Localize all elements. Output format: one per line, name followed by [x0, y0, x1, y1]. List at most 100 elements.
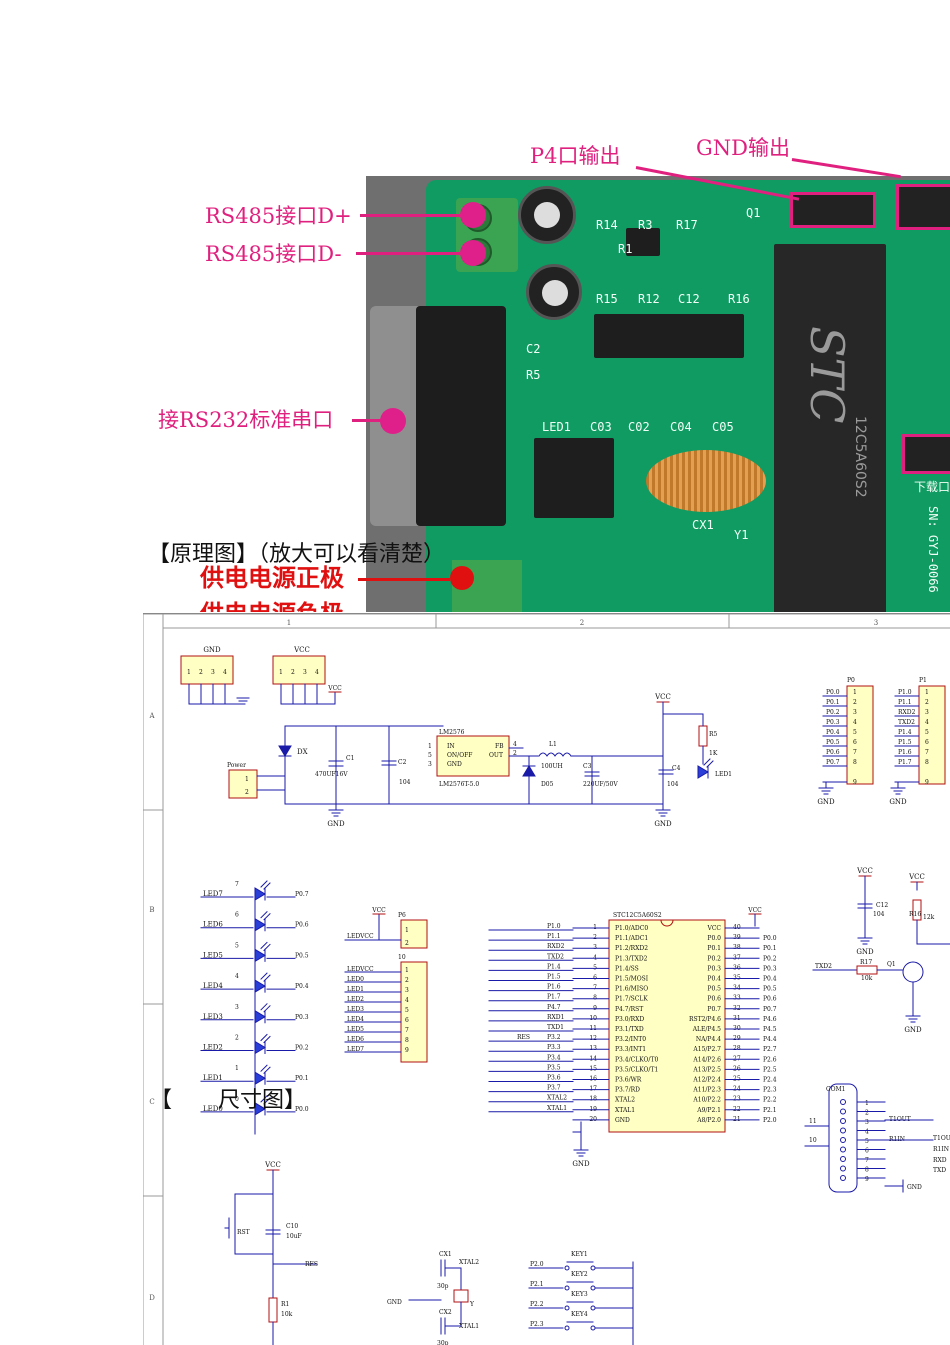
vcc-header-vcc-label: VCC — [327, 685, 342, 692]
silk-r15: R15 — [596, 292, 618, 306]
silk-y1: Y1 — [734, 528, 749, 542]
led-7-ray1 — [260, 1095, 268, 1103]
p1-header — [918, 685, 946, 785]
mcu-right-pinnum-11: 29 — [733, 1035, 741, 1042]
led-conn-pin-8: 9 — [405, 1047, 409, 1054]
db9-pinnum-0: 1 — [865, 1100, 869, 1107]
db9-pinnum-8: 9 — [865, 1176, 869, 1183]
dx-label: DX — [297, 748, 308, 756]
vcc-header-pin: 2 — [291, 669, 295, 676]
led-index-3: 4 — [235, 973, 239, 980]
db9-pin-1 — [840, 1108, 846, 1115]
db9-shell — [416, 306, 506, 526]
mcu-left-pinnum-1: 2 — [593, 934, 597, 941]
download-header — [902, 434, 950, 474]
p1-net-1: P1.1 — [898, 699, 912, 706]
db9-gnd-label: GND — [907, 1184, 922, 1191]
eeprom-chip — [626, 228, 660, 256]
key-label-3: KEY4 — [571, 1311, 588, 1318]
db9-label: COM1 — [826, 1086, 845, 1093]
pcb-photo: STC 12C5A60S2 R14 R3 R17 Q1 R15 R12 C12 … — [366, 176, 950, 612]
rs232-leader — [352, 419, 384, 422]
mcu-left-pinnum-11: 12 — [589, 1035, 597, 1042]
mcu-right-net-7: P0.6 — [763, 996, 777, 1003]
mcu-right-pin-17: A10/P2.2 — [692, 1097, 721, 1104]
xtal1-label: XTAL1 — [459, 1323, 479, 1330]
p6-label: P6 — [398, 912, 406, 919]
power-gnd-label: GND — [327, 820, 345, 828]
led-net-1: P0.6 — [295, 922, 309, 929]
mcu-left-pin-13: P3.4/CLKO/T0 — [615, 1056, 658, 1063]
p6-connector — [400, 919, 428, 949]
mcu-right-pin-0: VCC — [706, 925, 721, 932]
right-txd: TXD — [933, 1167, 946, 1174]
led-connector-label: 10 — [398, 954, 406, 961]
led-6-diode — [254, 1071, 266, 1086]
silk-c2: C2 — [526, 342, 541, 356]
mcu-left-net-7: P1.7 — [547, 994, 561, 1001]
mcu-right-net-2: P0.1 — [763, 945, 777, 952]
mcu-right-pin-9: RST2/P4.6 — [689, 1016, 721, 1023]
rs485-dplus-callout: RS485接口D+ — [205, 204, 352, 228]
silk-r17: R17 — [676, 218, 698, 232]
r1-label: R1 — [281, 1301, 289, 1308]
p0-label: P0 — [847, 677, 855, 684]
led-conn-net-0: LEDVCC — [347, 966, 374, 973]
r17-label: R17 — [860, 959, 872, 966]
mcu-right-pin-1: P0.0 — [707, 935, 721, 942]
mcu-right-pin-3: P0.2 — [707, 955, 721, 962]
mcu-right-pinnum-1: 39 — [733, 934, 741, 941]
mcu-right-pin-19: A8/P2.0 — [696, 1117, 721, 1124]
xtal2-label: XTAL2 — [459, 1259, 479, 1266]
gnd-header-pin: 4 — [223, 669, 227, 676]
led-1-ray2 — [263, 912, 271, 921]
mcu-left-pin-0: P1.0/ADC0 — [615, 925, 648, 932]
p1-gnd-label: GND — [889, 798, 907, 806]
p0-pin-6: 7 — [853, 749, 857, 756]
key-contact-a-3 — [564, 1325, 570, 1331]
key-label-0: KEY1 — [571, 1251, 588, 1258]
led-conn-pin-0: 1 — [405, 967, 409, 974]
p0-net-7: P0.7 — [826, 759, 840, 766]
silk-download: 下载口 — [914, 480, 950, 494]
lm2576-pin2: 2 — [513, 750, 517, 757]
mcu-left-net-5: P1.5 — [547, 974, 561, 981]
silk-led1: LED1 — [542, 420, 571, 434]
silk-q1: Q1 — [746, 206, 761, 220]
led-name-4: LED3 — [203, 1013, 223, 1021]
mcu-right-net-3: P0.2 — [763, 955, 777, 962]
power-negative-callout: 供电电源负极 — [200, 602, 344, 613]
mcu-left-pin-1: P1.1/ADC1 — [615, 935, 648, 942]
frame-row-D: D — [149, 1294, 155, 1302]
y-label: Y — [469, 1301, 475, 1308]
db9-pin-10: 10 — [809, 1137, 817, 1144]
p6-pin-2: 2 — [405, 940, 409, 947]
mcu-left-net-10: TXD1 — [547, 1024, 564, 1031]
d05-diode — [522, 765, 536, 777]
p1-net-3: TXD2 — [898, 719, 915, 726]
rst-label: RST — [237, 1229, 250, 1236]
vcc-header-pin: 4 — [315, 669, 319, 676]
c12-label: C12 — [876, 902, 888, 909]
r17-value: 10k — [861, 975, 873, 982]
led-index-4: 3 — [235, 1004, 239, 1011]
led-conn-pin-4: 5 — [405, 1007, 409, 1014]
p1-pin-7: 8 — [925, 759, 929, 766]
led-name-6: LED1 — [203, 1074, 223, 1082]
led-conn-pin-6: 7 — [405, 1027, 409, 1034]
mcu-right-net-4: P0.3 — [763, 965, 777, 972]
p0-header — [846, 685, 874, 785]
p0-pin-5: 6 — [853, 739, 857, 746]
mcu-left-pin-19: GND — [615, 1117, 630, 1124]
silk-r14: R14 — [596, 218, 618, 232]
db9-pinnum-3: 4 — [865, 1129, 869, 1136]
mcu-left-pin-6: P1.6/MISO — [615, 986, 648, 993]
led-name-3: LED4 — [203, 982, 223, 990]
dimension-title-open: 【 — [150, 1088, 173, 1113]
mcu-right-net-15: P2.4 — [763, 1077, 777, 1084]
led-name-1: LED6 — [203, 921, 223, 929]
c1-label: C1 — [346, 755, 354, 762]
led-1-ray1 — [260, 910, 268, 919]
power-vcc-label: VCC — [654, 693, 671, 701]
mcu-notch — [660, 919, 674, 927]
